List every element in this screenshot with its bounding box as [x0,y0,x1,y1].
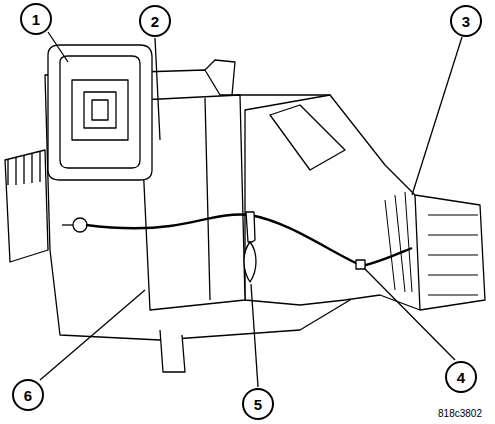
lower-tab [160,330,185,372]
figure-code: 818c3802 [437,408,483,419]
duct-ribs [385,192,478,295]
callout-circle: 5 [242,388,274,420]
duct-edge [415,195,420,310]
leader-line [40,290,145,380]
blower-opening [60,56,140,168]
callout-number: 4 [457,370,465,385]
sensor-bulb [244,242,256,282]
leader-line [48,32,68,62]
housing-tab [205,60,235,95]
center-block-edge [205,98,210,300]
callout-circle: 6 [12,379,44,411]
bracket-teeth [8,152,40,185]
actuator-knob [73,218,87,232]
cable-clip [356,260,365,269]
leader-line [155,38,160,140]
callout-number: 3 [462,14,470,29]
blower-detail [84,92,116,128]
callout-number: 2 [151,14,159,29]
callout-number: 1 [32,12,40,27]
sensor-clip [246,212,255,242]
leader-line [364,268,455,360]
callout-circle: 3 [450,5,482,37]
callout-number: 6 [24,388,32,403]
center-block [140,95,245,310]
actuator-shaft [62,224,73,225]
callout-circle: 4 [445,361,477,393]
duct-panel [270,105,345,170]
leader-line [251,284,258,387]
duct-section [245,95,485,310]
blower-frame [48,45,152,180]
leader-line [412,37,462,195]
callout-number: 5 [254,397,262,412]
blower-mechanism [72,80,128,140]
callout-circle: 1 [20,3,52,35]
callout-circle: 2 [139,5,171,37]
left-bracket [5,150,48,262]
